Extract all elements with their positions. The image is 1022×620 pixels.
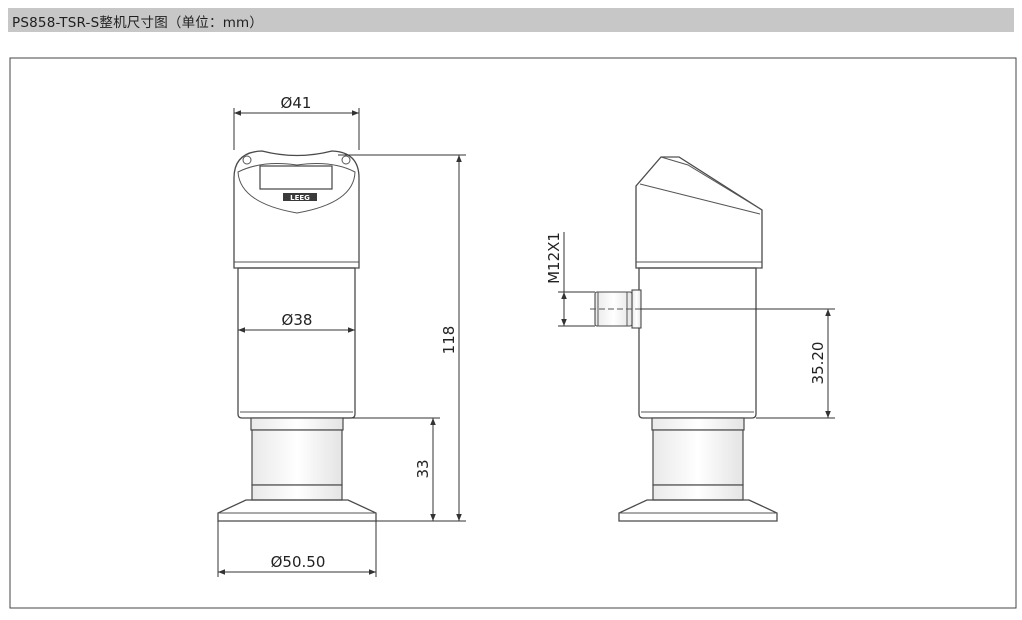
screw-icon xyxy=(341,155,351,165)
dim-total-height: 118 xyxy=(440,326,458,355)
dim-flange-height: 33 xyxy=(414,459,432,478)
display-window xyxy=(259,165,333,190)
screw-icon xyxy=(242,155,252,165)
side-view xyxy=(590,156,778,522)
front-head xyxy=(233,150,360,269)
dim-connector-height: 35.20 xyxy=(809,342,827,385)
dim-body-diameter: Ø38 xyxy=(282,311,313,329)
svg-text:LEEG: LEEG xyxy=(290,194,310,202)
front-dimensions: Ø41 Ø38 Ø50.50 118 33 xyxy=(217,94,466,577)
side-neck xyxy=(652,429,744,486)
side-body xyxy=(638,267,757,419)
side-head xyxy=(635,156,763,269)
m12-connector xyxy=(590,289,642,329)
title-bar: PS858-TSR-S整机尺寸图（单位：mm） xyxy=(8,8,1014,32)
side-dimensions: M12X1 35.20 xyxy=(545,232,835,419)
drawing-frame xyxy=(9,57,1017,609)
front-view: LEEG xyxy=(217,150,377,522)
front-flange xyxy=(217,499,377,522)
dim-connector: M12X1 xyxy=(545,232,563,284)
front-body xyxy=(237,267,356,419)
side-flange xyxy=(618,499,778,522)
dim-top-diameter: Ø41 xyxy=(281,94,312,112)
dim-flange-diameter: Ø50.50 xyxy=(271,553,326,571)
front-neck xyxy=(251,429,343,486)
brand-logo: LEEG xyxy=(283,193,317,202)
page-title: PS858-TSR-S整机尺寸图（单位：mm） xyxy=(12,15,264,31)
front-face-panel xyxy=(237,163,356,214)
